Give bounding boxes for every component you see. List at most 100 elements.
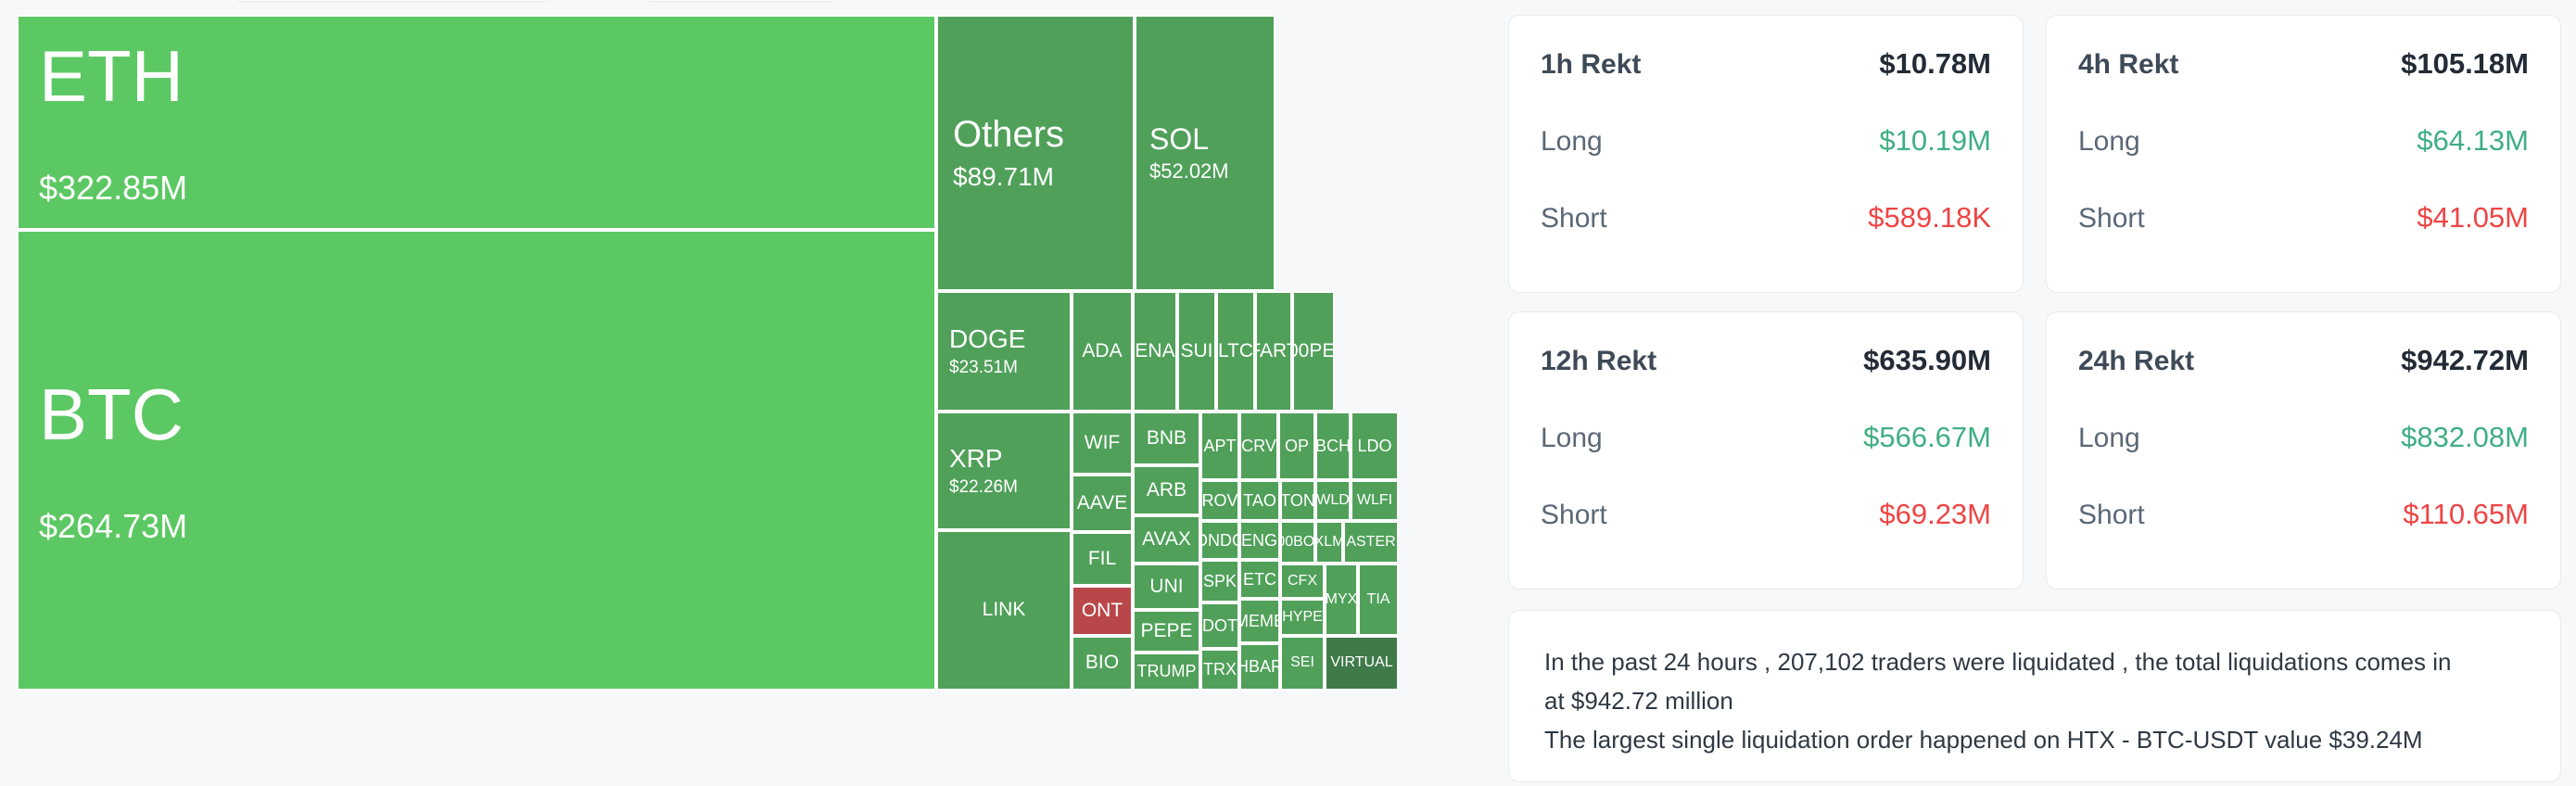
treemap-tile[interactable]: HBAR (1239, 643, 1280, 691)
treemap-tile[interactable]: ADA (1072, 291, 1133, 412)
treemap-tile[interactable]: VIRTUAL (1325, 636, 1399, 691)
treemap-tile[interactable]: WLD (1315, 480, 1351, 521)
treemap-tile[interactable]: 1000BONK (1280, 521, 1315, 564)
stat-long-label: Long (1541, 126, 1603, 157)
treemap-tile-symbol: WIF (1084, 431, 1121, 453)
treemap-tile-symbol: SPK (1202, 571, 1237, 590)
treemap-tile[interactable]: Others $89.71M (936, 15, 1135, 291)
treemap-tile-symbol: MEME (1241, 611, 1278, 630)
stat-short-row: Short $69.23M (1541, 498, 1991, 531)
treemap-tile[interactable]: APT (1200, 412, 1239, 480)
treemap-tile-symbol: OP (1284, 436, 1309, 455)
treemap-tile[interactable]: MYX (1325, 564, 1358, 636)
treemap-tile[interactable]: ARB (1133, 465, 1200, 515)
stat-card-1h[interactable]: 1h Rekt $10.78M Long $10.19M Short $589.… (1508, 15, 2024, 293)
treemap-tile-symbol: TRUMP (1136, 662, 1197, 681)
treemap-tile[interactable]: HYPE (1280, 599, 1325, 636)
treemap-tile[interactable]: BCH (1315, 412, 1351, 480)
treemap-tile[interactable]: LINK$14.30M (936, 530, 1072, 691)
treemap-tile[interactable]: DOGE$23.51M (936, 291, 1072, 412)
stat-card-4h[interactable]: 4h Rekt $105.18M Long $64.13M Short $41.… (2046, 15, 2561, 293)
treemap-tile-value: $322.85M (39, 169, 188, 208)
treemap-tile[interactable]: FART (1255, 291, 1292, 412)
treemap-tile-value: $264.73M (39, 506, 188, 545)
treemap-tile-symbol: Others (953, 114, 1065, 156)
treemap-tile-symbol: ETH (39, 35, 184, 118)
treemap-tile[interactable]: ASTER (1343, 521, 1399, 564)
stat-card-12h[interactable]: 12h Rekt $635.90M Long $566.67M Short $6… (1508, 311, 2024, 590)
treemap-tile[interactable]: WLFI (1351, 480, 1399, 521)
treemap-tile[interactable]: FIL (1072, 532, 1133, 586)
treemap-tile[interactable]: PENGU (1239, 521, 1280, 560)
treemap-tile[interactable]: SPK (1200, 560, 1239, 602)
treemap-tile-symbol: LINK (982, 599, 1026, 621)
stat-card-24h[interactable]: 24h Rekt $942.72M Long $832.08M Short $1… (2046, 311, 2561, 590)
treemap-tile-symbol: ADA (1082, 339, 1123, 361)
treemap-tile[interactable]: TRX (1200, 649, 1239, 691)
treemap-tile[interactable]: BNB (1133, 412, 1200, 465)
stat-total-value: $105.18M (2401, 47, 2529, 80)
stat-long-row: Long $10.19M (1541, 124, 1991, 158)
treemap-tile-symbol: DOGE (949, 324, 1026, 354)
treemap-tile[interactable]: ENA (1133, 291, 1177, 412)
treemap-tile[interactable]: PROVE (1200, 480, 1239, 521)
treemap-tile[interactable]: LTC (1216, 291, 1255, 412)
treemap-tile[interactable]: XRP$22.26M (936, 412, 1072, 530)
treemap-tile-symbol: DOT (1202, 615, 1237, 635)
treemap-tile[interactable]: CRV (1239, 412, 1278, 480)
treemap-tile[interactable]: UNI (1133, 564, 1200, 610)
treemap-tile[interactable]: TIA (1358, 564, 1399, 636)
treemap-tile[interactable]: TAO (1239, 480, 1280, 521)
stat-long-label: Long (2078, 126, 2140, 157)
stat-period-label: 12h Rekt (1541, 346, 1657, 376)
treemap-tile-symbol: ARB (1146, 478, 1187, 501)
treemap-tile[interactable]: LDO (1351, 412, 1399, 480)
treemap-tile[interactable]: PEPE (1133, 610, 1200, 653)
treemap-tile-symbol: HBAR (1241, 657, 1278, 677)
treemap-tile-symbol: CRV (1241, 436, 1276, 455)
treemap-tile-symbol: LDO (1357, 436, 1392, 455)
treemap-tile[interactable]: BTC$264.73M (17, 230, 936, 691)
treemap-tile[interactable]: TRUMP (1133, 653, 1200, 691)
treemap-tile[interactable]: SEI (1280, 636, 1325, 691)
treemap-tile[interactable]: WIF (1072, 412, 1133, 475)
treemap-tile[interactable]: ETH $322.85M (17, 15, 936, 230)
treemap-tile-symbol: ASTER (1346, 533, 1396, 550)
treemap-tile-symbol: APT (1203, 436, 1237, 455)
stat-short-label: Short (1541, 500, 1607, 530)
treemap-tile[interactable]: AVAX (1133, 515, 1200, 564)
treemap-tile[interactable]: AAVE (1072, 475, 1133, 532)
stat-period-label: 4h Rekt (2078, 49, 2179, 80)
stat-short-label: Short (1541, 203, 1607, 234)
treemap-tile[interactable]: SUI (1177, 291, 1216, 412)
stat-long-row: Long $64.13M (2078, 124, 2529, 158)
treemap-tile-symbol: UNI (1149, 575, 1184, 597)
treemap-tile-symbol: TAO (1243, 490, 1276, 510)
treemap-tile-symbol: SEI (1290, 654, 1314, 671)
treemap-tile[interactable]: OP (1278, 412, 1315, 480)
treemap-tile[interactable]: CFX (1280, 564, 1325, 599)
treemap-tile[interactable]: BIO (1072, 636, 1133, 691)
treemap-tile[interactable]: ONT (1072, 586, 1133, 636)
stat-short-row: Short $110.65M (2078, 498, 2529, 531)
treemap-tile-symbol: SUI (1180, 339, 1213, 361)
stat-short-row: Short $41.05M (2078, 201, 2529, 235)
treemap-tile[interactable]: MEME (1239, 599, 1280, 643)
treemap-tile-value: $89.71M (953, 162, 1054, 192)
treemap-tile[interactable]: ONDO (1200, 521, 1239, 560)
stat-long-value: $832.08M (2401, 421, 2529, 453)
treemap-tile-symbol: PEPE (1140, 619, 1193, 641)
treemap-tile-symbol: WLFI (1356, 491, 1393, 508)
treemap-tile[interactable]: XLM (1315, 521, 1343, 564)
summary-line-3: The largest single liquidation order hap… (1544, 726, 2423, 754)
treemap-tile[interactable]: TON (1280, 480, 1315, 521)
treemap-tile[interactable]: 1000PEPE (1292, 291, 1335, 412)
treemap-tile[interactable]: SOL$52.02M (1135, 15, 1275, 291)
treemap-tile-symbol: BIO (1085, 652, 1120, 674)
stat-long-row: Long $566.67M (1541, 421, 1991, 454)
stat-total-row: 24h Rekt $942.72M (2078, 344, 2529, 377)
treemap-tile[interactable]: DOT (1200, 602, 1239, 649)
treemap-tile[interactable]: ETC (1239, 560, 1280, 599)
treemap-tile-symbol: PENGU (1241, 530, 1278, 550)
